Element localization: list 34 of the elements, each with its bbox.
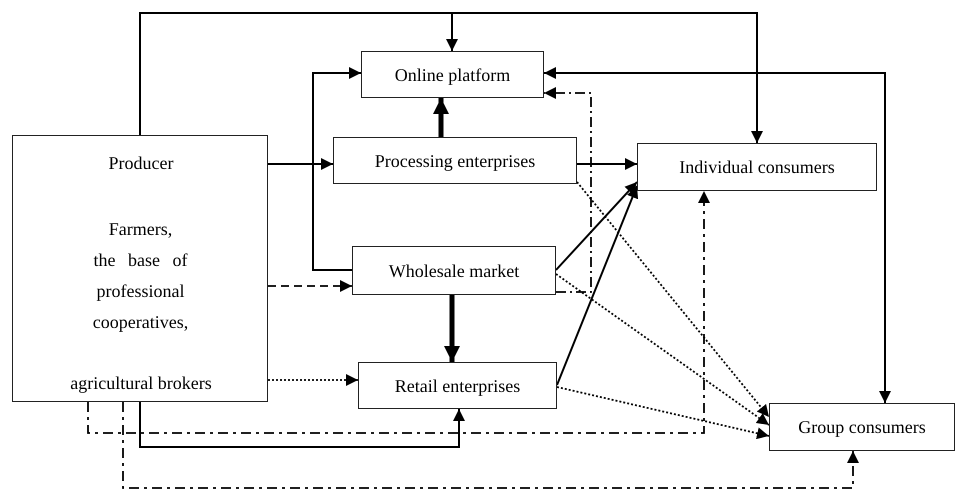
arrow bbox=[122, 402, 859, 489]
node-label: Group consumers bbox=[797, 416, 927, 438]
node-label: agricultural brokers bbox=[69, 372, 213, 395]
process-box bbox=[352, 246, 556, 295]
node-label: Farmers, the base of professional cooperatives, bbox=[92, 218, 189, 334]
arrow bbox=[555, 181, 638, 271]
arrow bbox=[577, 158, 637, 170]
process-box bbox=[358, 362, 557, 409]
process-box bbox=[769, 403, 955, 451]
process-box bbox=[361, 51, 544, 98]
producer-box bbox=[12, 135, 268, 402]
arrow bbox=[555, 273, 770, 426]
arrow bbox=[556, 386, 770, 440]
node-label: Processing enterprises bbox=[374, 150, 536, 172]
arrow bbox=[444, 295, 460, 362]
process-box bbox=[637, 143, 877, 191]
arrow bbox=[87, 191, 710, 434]
node-label: Individual consumers bbox=[678, 156, 836, 178]
node-label: Retail enterprises bbox=[394, 374, 522, 396]
node-label: Producer bbox=[108, 152, 174, 175]
arrow bbox=[544, 87, 592, 293]
arrow bbox=[268, 374, 358, 386]
arrow bbox=[268, 280, 352, 292]
arrow bbox=[139, 402, 465, 448]
node-label: Online platform bbox=[394, 64, 512, 86]
node-label: Wholesale market bbox=[388, 260, 520, 282]
arrow bbox=[268, 158, 333, 170]
arrow bbox=[576, 181, 770, 418]
arrow bbox=[312, 67, 361, 271]
arrow bbox=[544, 67, 891, 403]
process-box bbox=[333, 137, 577, 184]
arrow bbox=[433, 98, 449, 137]
arrow bbox=[139, 12, 763, 143]
arrow bbox=[556, 186, 638, 386]
